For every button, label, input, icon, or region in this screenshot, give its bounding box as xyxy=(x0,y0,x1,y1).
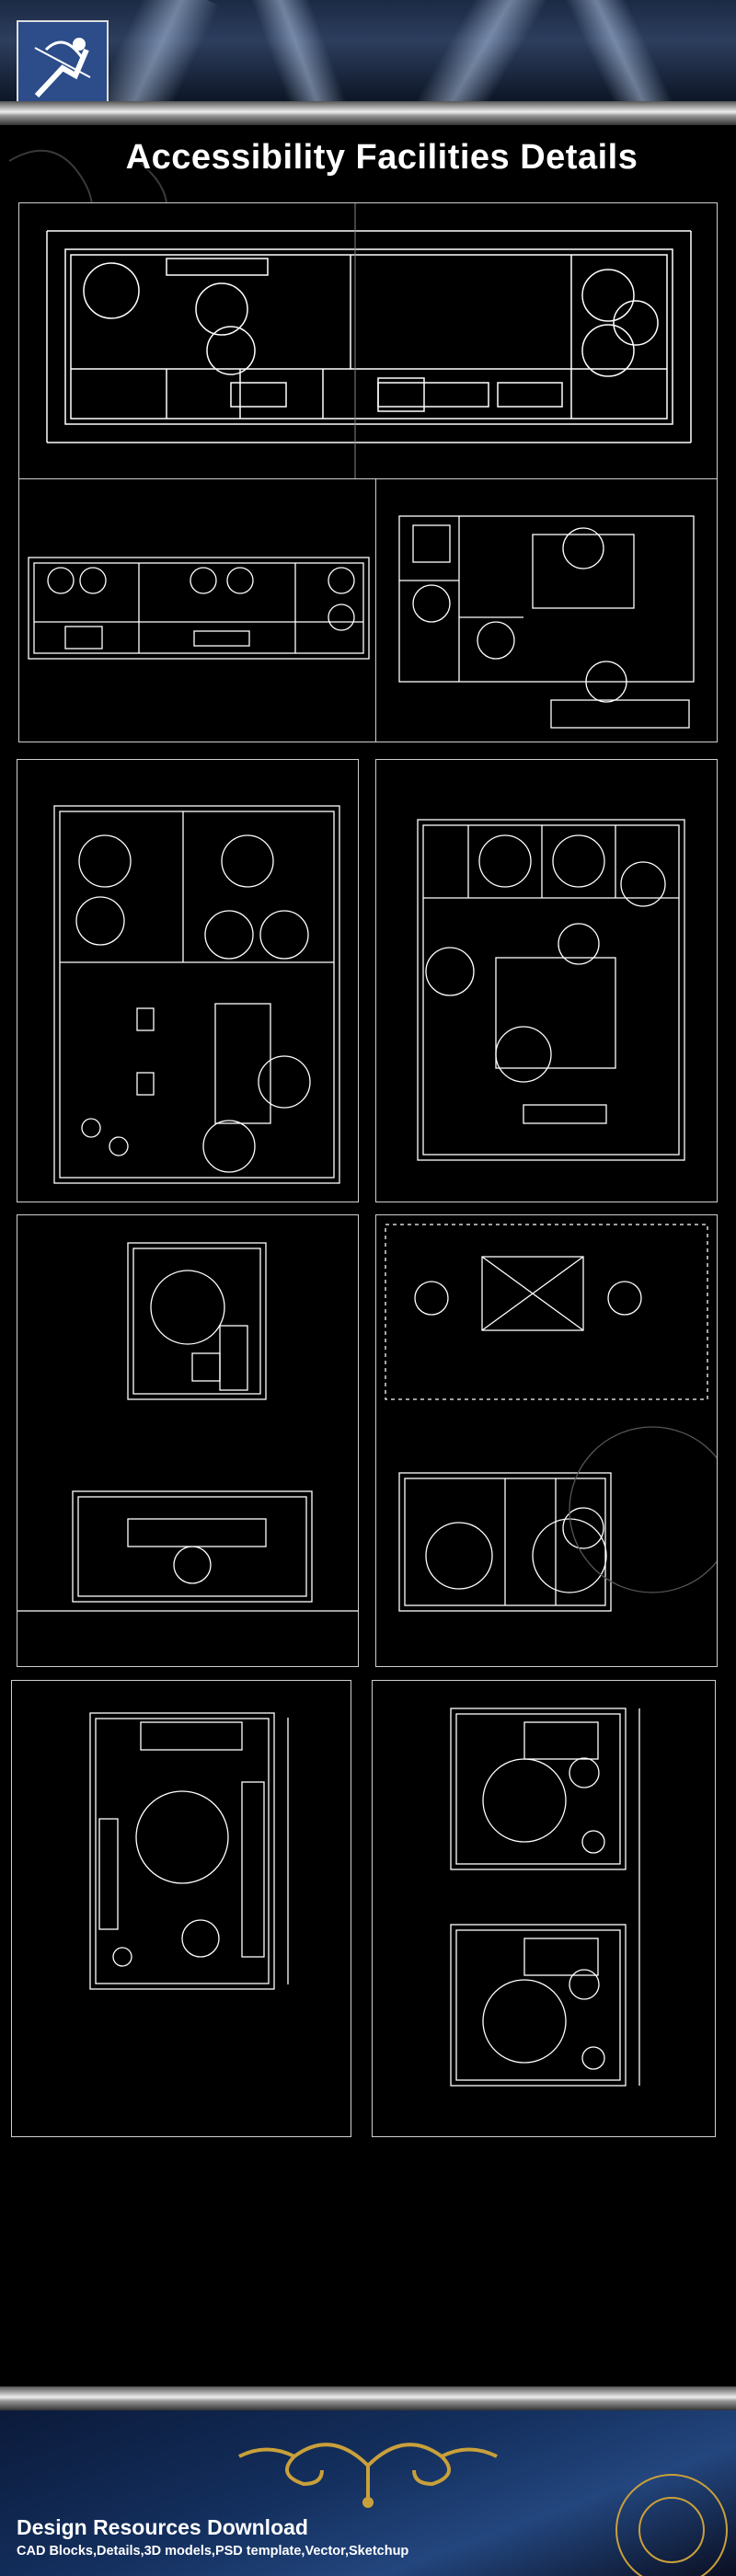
plan-panel xyxy=(11,1680,351,2137)
floor-plan-icon xyxy=(450,1708,640,2087)
floor-plan-icon xyxy=(28,557,370,660)
footer-subtitle: CAD Blocks,Details,3D models,PSD templat… xyxy=(17,2544,409,2559)
logo xyxy=(17,20,109,112)
floor-plan-icon xyxy=(398,515,695,729)
plan-panel xyxy=(17,759,359,1202)
footer-divider xyxy=(0,2386,736,2410)
footer-banner xyxy=(0,2410,736,2576)
plan-panel xyxy=(375,759,718,1202)
header-banner xyxy=(0,0,736,101)
floor-plan-icon xyxy=(417,819,685,1161)
archer-icon xyxy=(34,38,91,98)
gold-scroll-ornament-icon xyxy=(238,2443,728,2576)
page-title: Accessibility Facilities Details xyxy=(125,138,638,177)
plan-panel xyxy=(372,1680,716,2137)
plan-panel xyxy=(375,1214,718,1667)
header-divider xyxy=(0,101,736,125)
floor-plan-icon xyxy=(17,1242,358,1612)
plan-panel xyxy=(18,202,718,480)
plan-panel xyxy=(375,478,718,742)
floor-plan-icon xyxy=(385,1224,717,1612)
footer-title: Design Resources Download xyxy=(17,2515,308,2539)
floor-plan-icon xyxy=(46,203,692,479)
plan-panel xyxy=(18,478,377,742)
floor-plan-icon xyxy=(53,805,340,1184)
floor-plan-icon xyxy=(89,1712,289,1990)
plan-panel xyxy=(17,1214,359,1667)
